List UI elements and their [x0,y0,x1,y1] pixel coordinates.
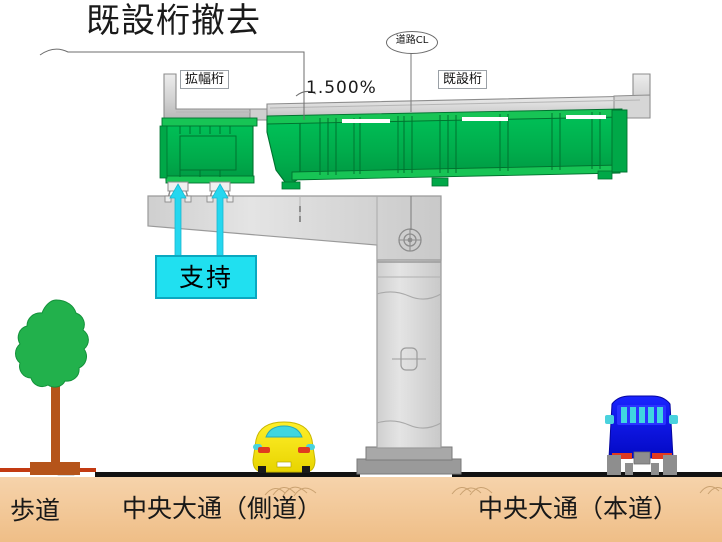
page-title: 既設桁撤去 [86,1,261,41]
deck-girder-gaps [342,115,606,123]
existing-girder-bearing-stub-mid [431,177,449,187]
truck-wheel-inner-left [625,463,633,475]
car-taillight-right [298,447,310,453]
road-surface-main [452,472,722,477]
jack-right-foot-a [206,195,214,203]
truck-taillight-left [612,453,632,459]
slope-leader-squiggle [295,90,317,97]
car-taillight-left [258,447,270,453]
title-leader-line [39,48,305,120]
tree-trunk [51,370,60,465]
jack-left-foot-a [164,195,172,203]
car-wheel-left [258,466,266,473]
ground-label-main-road: 中央大通（本道） [478,494,679,523]
existing-girder-bearing-stub-right [597,170,613,180]
car-wheel-right [302,466,310,473]
road-surface-side [95,472,360,477]
ground-hatch-pier [264,486,317,497]
tree-foliage [15,299,89,388]
existing-girder-bearing-stub-left [281,181,301,190]
ground-label-sidewalk: 歩道 [10,496,61,525]
survey-target-mark [398,228,422,252]
widening-girder-web-panel [179,135,237,171]
tree-planter [30,462,80,475]
existing-girder-diaphragms [353,116,399,174]
car-rear-window [265,425,303,438]
ground-label-side-road: 中央大通（側道） [122,494,323,523]
truck-mirror-right [669,415,678,424]
pier-column [376,231,442,449]
widening-girder-stiffeners [179,126,231,177]
existing-girder-assembly [266,108,628,190]
jack-left [164,181,192,263]
existing-girder-end-plate [611,109,628,173]
callout-widening-girder: 拡幅桁 [180,70,230,89]
pier-footing [356,458,462,475]
leader-lines [39,48,412,230]
callout-existing-girder: 既設桁 [438,70,488,89]
truck-wheel-left [607,455,621,475]
jack-right-foot-b [226,195,234,203]
truck-wheel-inner-right [651,463,659,475]
vehicle-car [252,421,316,473]
truck-rear-axle-housing [633,451,651,465]
widening-girder-end-plate [159,125,168,179]
ground-hatch-right [451,487,493,496]
road-centerline-label: 道路CL [386,31,438,54]
deck-slope-label: 1.500% [306,78,377,98]
widening-girder-top-flange [161,117,258,127]
truck-mirror-left [605,415,614,424]
deck-wearing-course-line [269,99,641,109]
ground-hatch-far-right [699,486,722,495]
support-annotation-box: 支持 [155,255,257,299]
vehicle-truck [605,395,678,475]
street-tree [15,299,89,475]
widening-girder-assembly [159,117,258,184]
existing-girder-stiffeners [319,112,601,175]
truck-wheel-right [663,455,677,475]
temporary-support-jacks [164,181,234,271]
truck-window-slats [621,407,663,423]
pier-cap-beam [147,195,442,261]
pier-break-line-lower [376,420,442,429]
pier-pedestal [365,446,453,461]
car-license-plate [276,461,292,468]
truck-taillight-right [652,453,672,459]
ground-fill [0,477,722,542]
ground-layer [0,468,722,542]
jack-left-foot-b [184,195,192,203]
pier-break-line-upper [376,291,442,300]
